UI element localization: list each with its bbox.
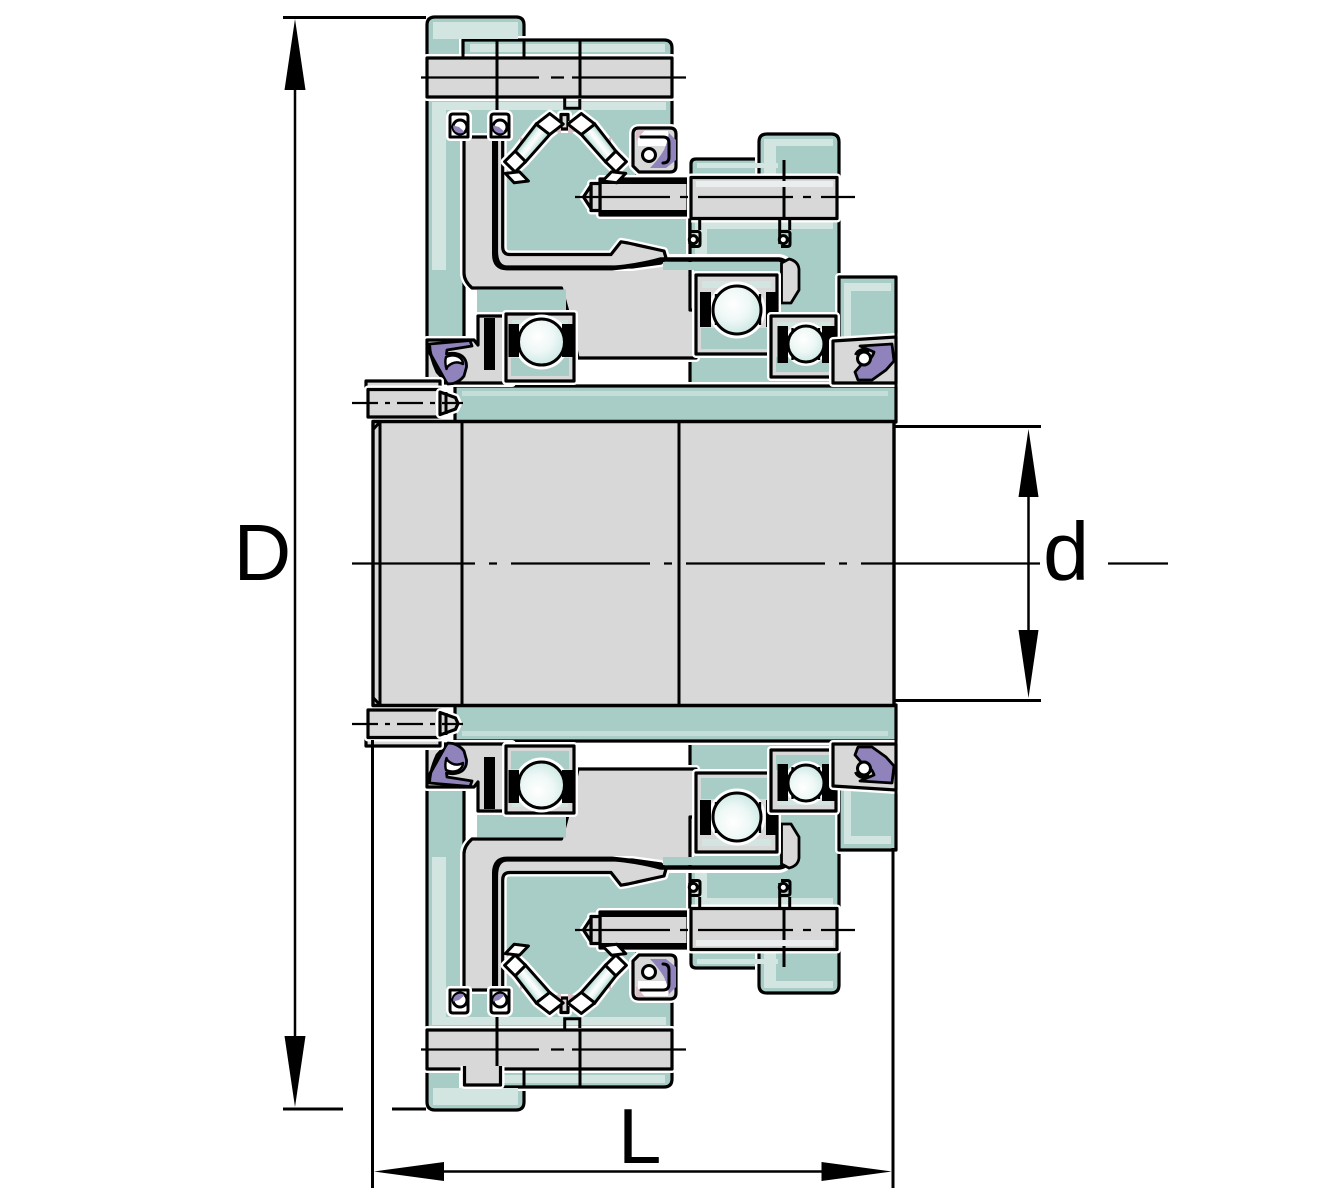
svg-text:L: L xyxy=(618,1092,661,1180)
svg-text:d: d xyxy=(1043,505,1089,598)
svg-text:D: D xyxy=(234,508,292,597)
